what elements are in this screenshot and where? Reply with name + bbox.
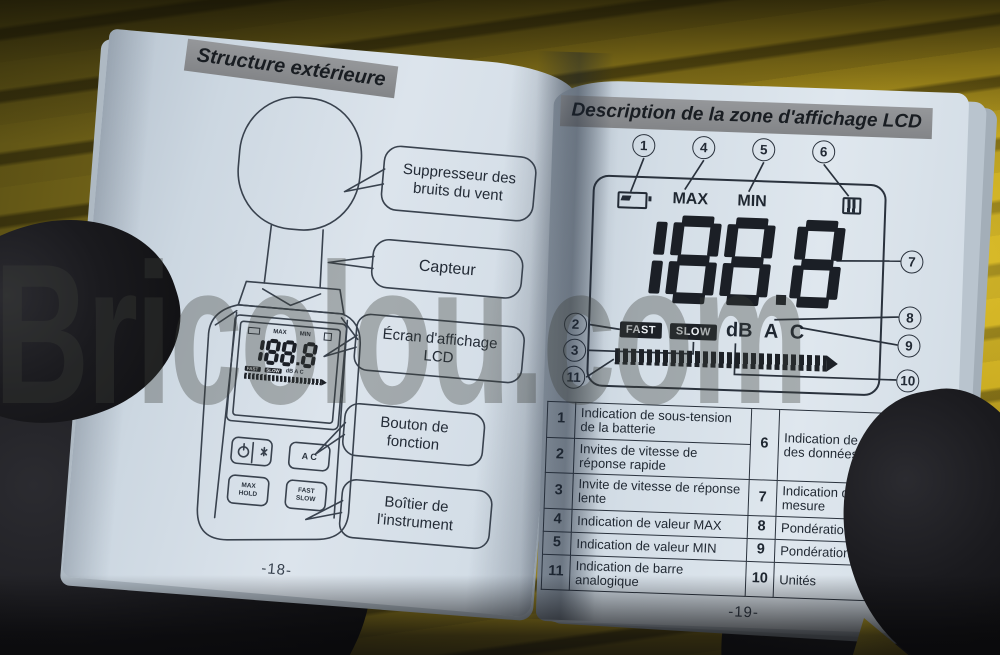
button-ac-label: A C	[301, 450, 318, 463]
callout-windscreen: Suppresseur des bruits du vent	[402, 160, 517, 205]
lcd-min-label: MIN	[737, 192, 768, 211]
device-screen-outline	[225, 314, 348, 431]
microphone-neck-outline	[237, 224, 345, 315]
button-max-hold-label: MAX HOLD	[238, 481, 258, 499]
manual-left-page: Structure extérieure	[61, 28, 579, 618]
device-units-label: dB A C	[285, 368, 304, 376]
lcd-max-label: MAX	[672, 190, 709, 209]
button-fast-slow-label: FAST SLOW	[295, 486, 316, 504]
device-slow-chip: SLOW	[264, 366, 282, 374]
device-max-label: MAX	[272, 328, 287, 337]
device-fast-chip: FAST	[244, 365, 261, 372]
table-cell: 5	[542, 531, 572, 555]
table-cell: 2	[545, 436, 575, 474]
lcd-a-weighting-label: A	[763, 320, 779, 343]
device-buttons-outline	[226, 436, 331, 512]
device-lcd-mini: MAX MIN FAST SLOW dB A C	[233, 321, 341, 423]
table-cell: 3	[544, 472, 574, 510]
bottom-shadow	[0, 575, 1000, 655]
lcd-measurement-value	[611, 213, 846, 309]
table-cell: 8	[747, 515, 776, 540]
device-min-label: MIN	[299, 331, 311, 339]
table-cell: Invite de vitesse de réponse lente	[572, 473, 750, 516]
low-battery-icon	[617, 191, 648, 210]
power-backlight-icon	[237, 441, 268, 464]
windscreen-outline	[237, 96, 363, 231]
table-cell: 9	[746, 538, 776, 563]
lcd-slow-chip: SLOW	[669, 323, 718, 341]
lcd-zone-diagram: 1 4 5 6 7 2 3 11 8 9 10 MAX MIN FAST SLO…	[561, 132, 947, 407]
lcd-c-weighting-label: C	[789, 321, 805, 344]
table-cell: 4	[543, 508, 573, 533]
data-hold-icon	[323, 332, 333, 342]
table-cell: 1	[546, 401, 576, 438]
lcd-fast-chip: FAST	[619, 321, 663, 340]
sound-meter-diagram	[196, 96, 537, 550]
manual-right-page: Description de la zone d'affichage LCD	[535, 78, 970, 636]
battery-icon	[247, 326, 261, 335]
lcd-db-label: dB	[725, 319, 753, 342]
table-cell: 6	[749, 408, 780, 481]
table-cell: Indication de sous-tension de la batteri…	[574, 402, 752, 445]
table-cell: 7	[747, 479, 778, 517]
callout-bubble-outlines	[305, 145, 537, 550]
data-hold-icon	[842, 197, 862, 215]
table-cell: Invites de vitesse de réponse rapide	[573, 437, 751, 480]
